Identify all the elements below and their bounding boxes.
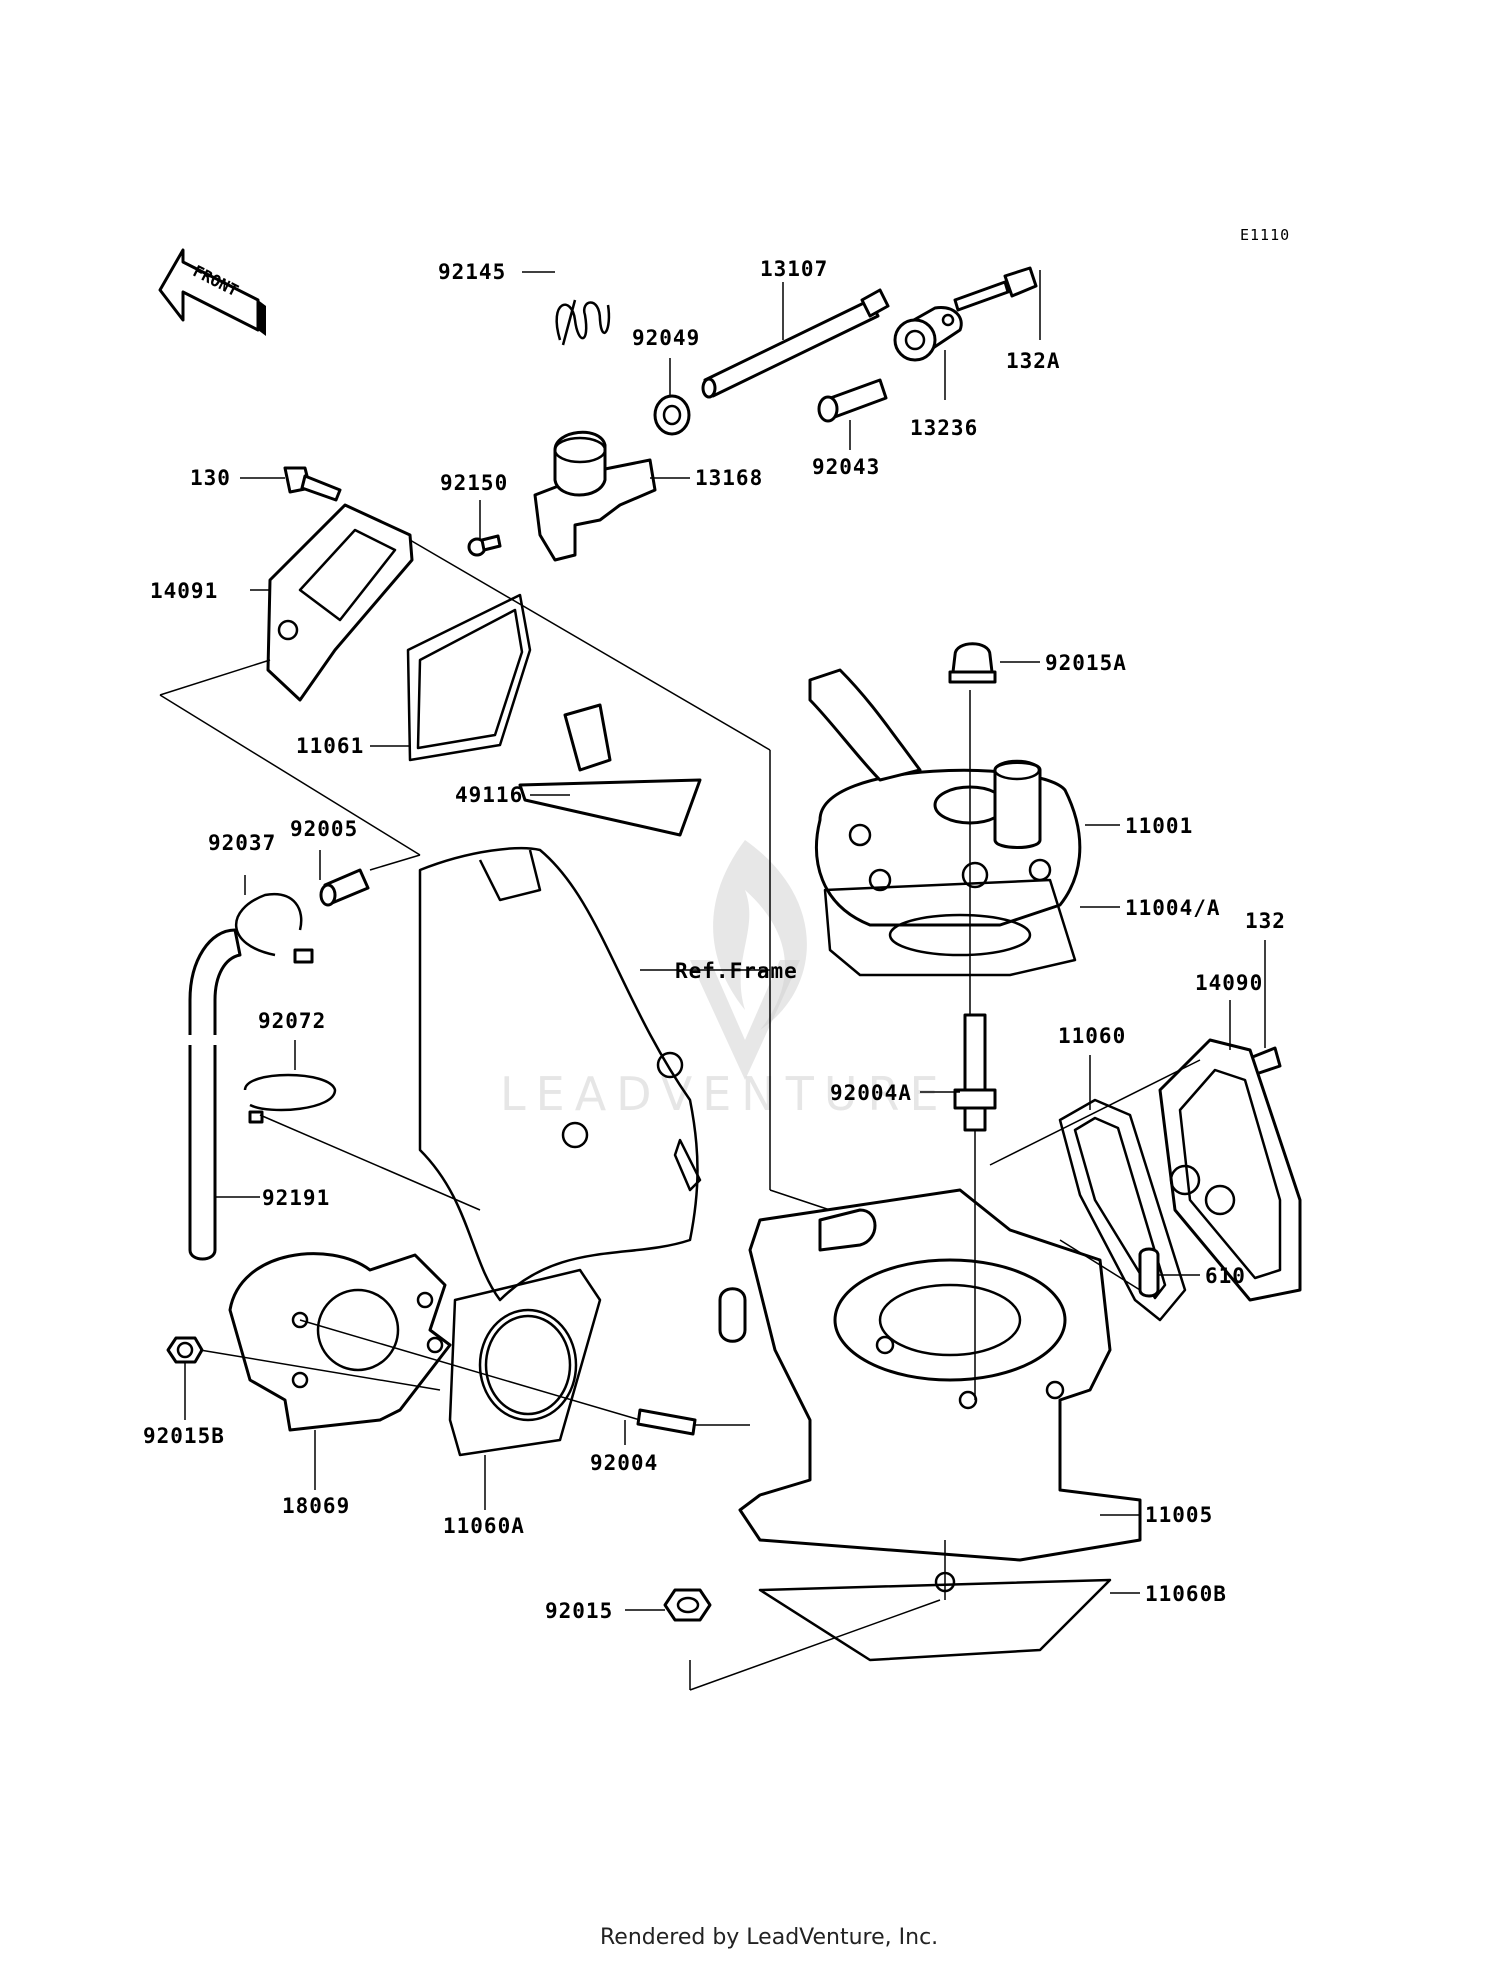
valve-49116-icon: [518, 703, 702, 837]
label-11060: 11060: [1058, 1024, 1126, 1048]
diagram-code: E1110: [1240, 226, 1290, 244]
gasket-11061-icon: [406, 593, 532, 762]
part-labels: 92145 13107 92049 132A 13236 92043 130 9…: [143, 257, 1286, 1623]
label-92005: 92005: [290, 817, 358, 841]
label-11004A: 11004/A: [1125, 896, 1221, 920]
base-gasket-11060B-icon: [758, 1578, 1112, 1662]
gear-13236-icon: [893, 306, 963, 362]
gasket-11060-icon: [1058, 1098, 1187, 1322]
hose-92191-icon: [188, 928, 242, 1261]
label-14090: 14090: [1195, 971, 1263, 995]
label-13236: 13236: [910, 416, 978, 440]
label-11005: 11005: [1145, 1503, 1213, 1527]
watermark-text: LEADVENTURE: [500, 1067, 949, 1121]
label-13168: 13168: [695, 466, 763, 490]
head-gasket-11004A-icon: [823, 878, 1077, 977]
shaft-13107-icon: [701, 288, 890, 399]
fitting-92005-icon: [319, 868, 370, 907]
watermark-logo: [690, 840, 807, 1080]
bushing-92043-icon: [817, 378, 888, 423]
front-direction-arrow-icon: FRONT: [158, 248, 266, 336]
label-132A: 132A: [1006, 349, 1061, 373]
spring-92145-icon: [555, 299, 611, 346]
label-18069: 18069: [282, 1494, 350, 1518]
label-130: 130: [190, 466, 231, 490]
label-92191: 92191: [262, 1186, 330, 1210]
label-11001: 11001: [1125, 814, 1193, 838]
frame-reference-icon: [418, 846, 702, 1302]
label-49116: 49116: [455, 783, 523, 807]
screw-92150-icon: [467, 534, 502, 557]
nut-92015B-icon: [166, 1336, 204, 1364]
dowel-pin-610-icon: [1138, 1247, 1160, 1298]
label-610: 610: [1205, 1264, 1246, 1288]
gasket-11060A-icon: [448, 1268, 602, 1457]
label-92150: 92150: [440, 471, 508, 495]
label-11060B: 11060B: [1145, 1582, 1227, 1606]
bearing-92049-icon: [653, 394, 691, 436]
bolt-132A-icon: [953, 266, 1038, 312]
label-92004A: 92004A: [830, 1081, 912, 1105]
leader-lines: [159, 270, 1266, 1691]
label-92015A: 92015A: [1045, 651, 1127, 675]
label-11060A: 11060A: [443, 1514, 525, 1538]
label-ref-frame: Ref.Frame: [675, 959, 798, 983]
clamp-92037-icon: [235, 892, 314, 964]
cover-14090-icon: [1158, 1038, 1302, 1302]
cap-nut-92015A-icon: [948, 642, 997, 684]
label-11061: 11061: [296, 734, 364, 758]
clamp-92072-icon: [243, 1073, 337, 1124]
cylinder-head-11001-icon: [808, 668, 1082, 927]
label-92004: 92004: [590, 1451, 658, 1475]
label-132: 132: [1245, 909, 1286, 933]
cover-14091-icon: [266, 503, 414, 702]
label-92145: 92145: [438, 260, 506, 284]
label-92037: 92037: [208, 831, 276, 855]
nut-92015-icon: [663, 1588, 712, 1622]
stud-92004-icon: [636, 1408, 697, 1436]
label-92043: 92043: [812, 455, 880, 479]
label-92049: 92049: [632, 326, 700, 350]
label-92072: 92072: [258, 1009, 326, 1033]
bolt-130-icon: [283, 466, 342, 502]
stud-92004A-icon: [953, 1013, 997, 1132]
label-13107: 13107: [760, 257, 828, 281]
cylinder-11005-icon: [718, 1188, 1142, 1593]
label-14091: 14091: [150, 579, 218, 603]
credit-text: Rendered by LeadVenture, Inc.: [600, 1925, 938, 1950]
manifold-18069-icon: [228, 1252, 452, 1432]
valve-holder-13168-icon: [533, 430, 657, 562]
label-92015: 92015: [545, 1599, 613, 1623]
label-92015B: 92015B: [143, 1424, 225, 1448]
